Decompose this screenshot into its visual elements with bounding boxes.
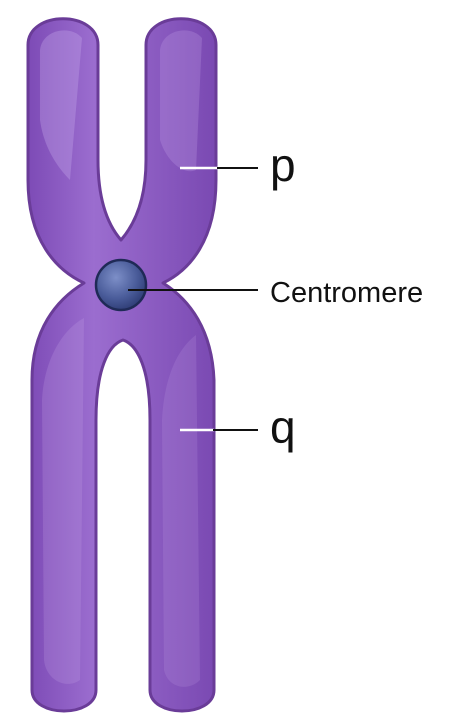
chromatid-highlight [162, 335, 200, 687]
chromatid-highlight [42, 318, 84, 684]
centromere-label: Centromere [270, 279, 423, 308]
q-arm-label: q [270, 404, 296, 450]
p-arm-label: p [270, 142, 296, 188]
chromatid-highlight [160, 30, 202, 171]
centromere [96, 260, 146, 310]
